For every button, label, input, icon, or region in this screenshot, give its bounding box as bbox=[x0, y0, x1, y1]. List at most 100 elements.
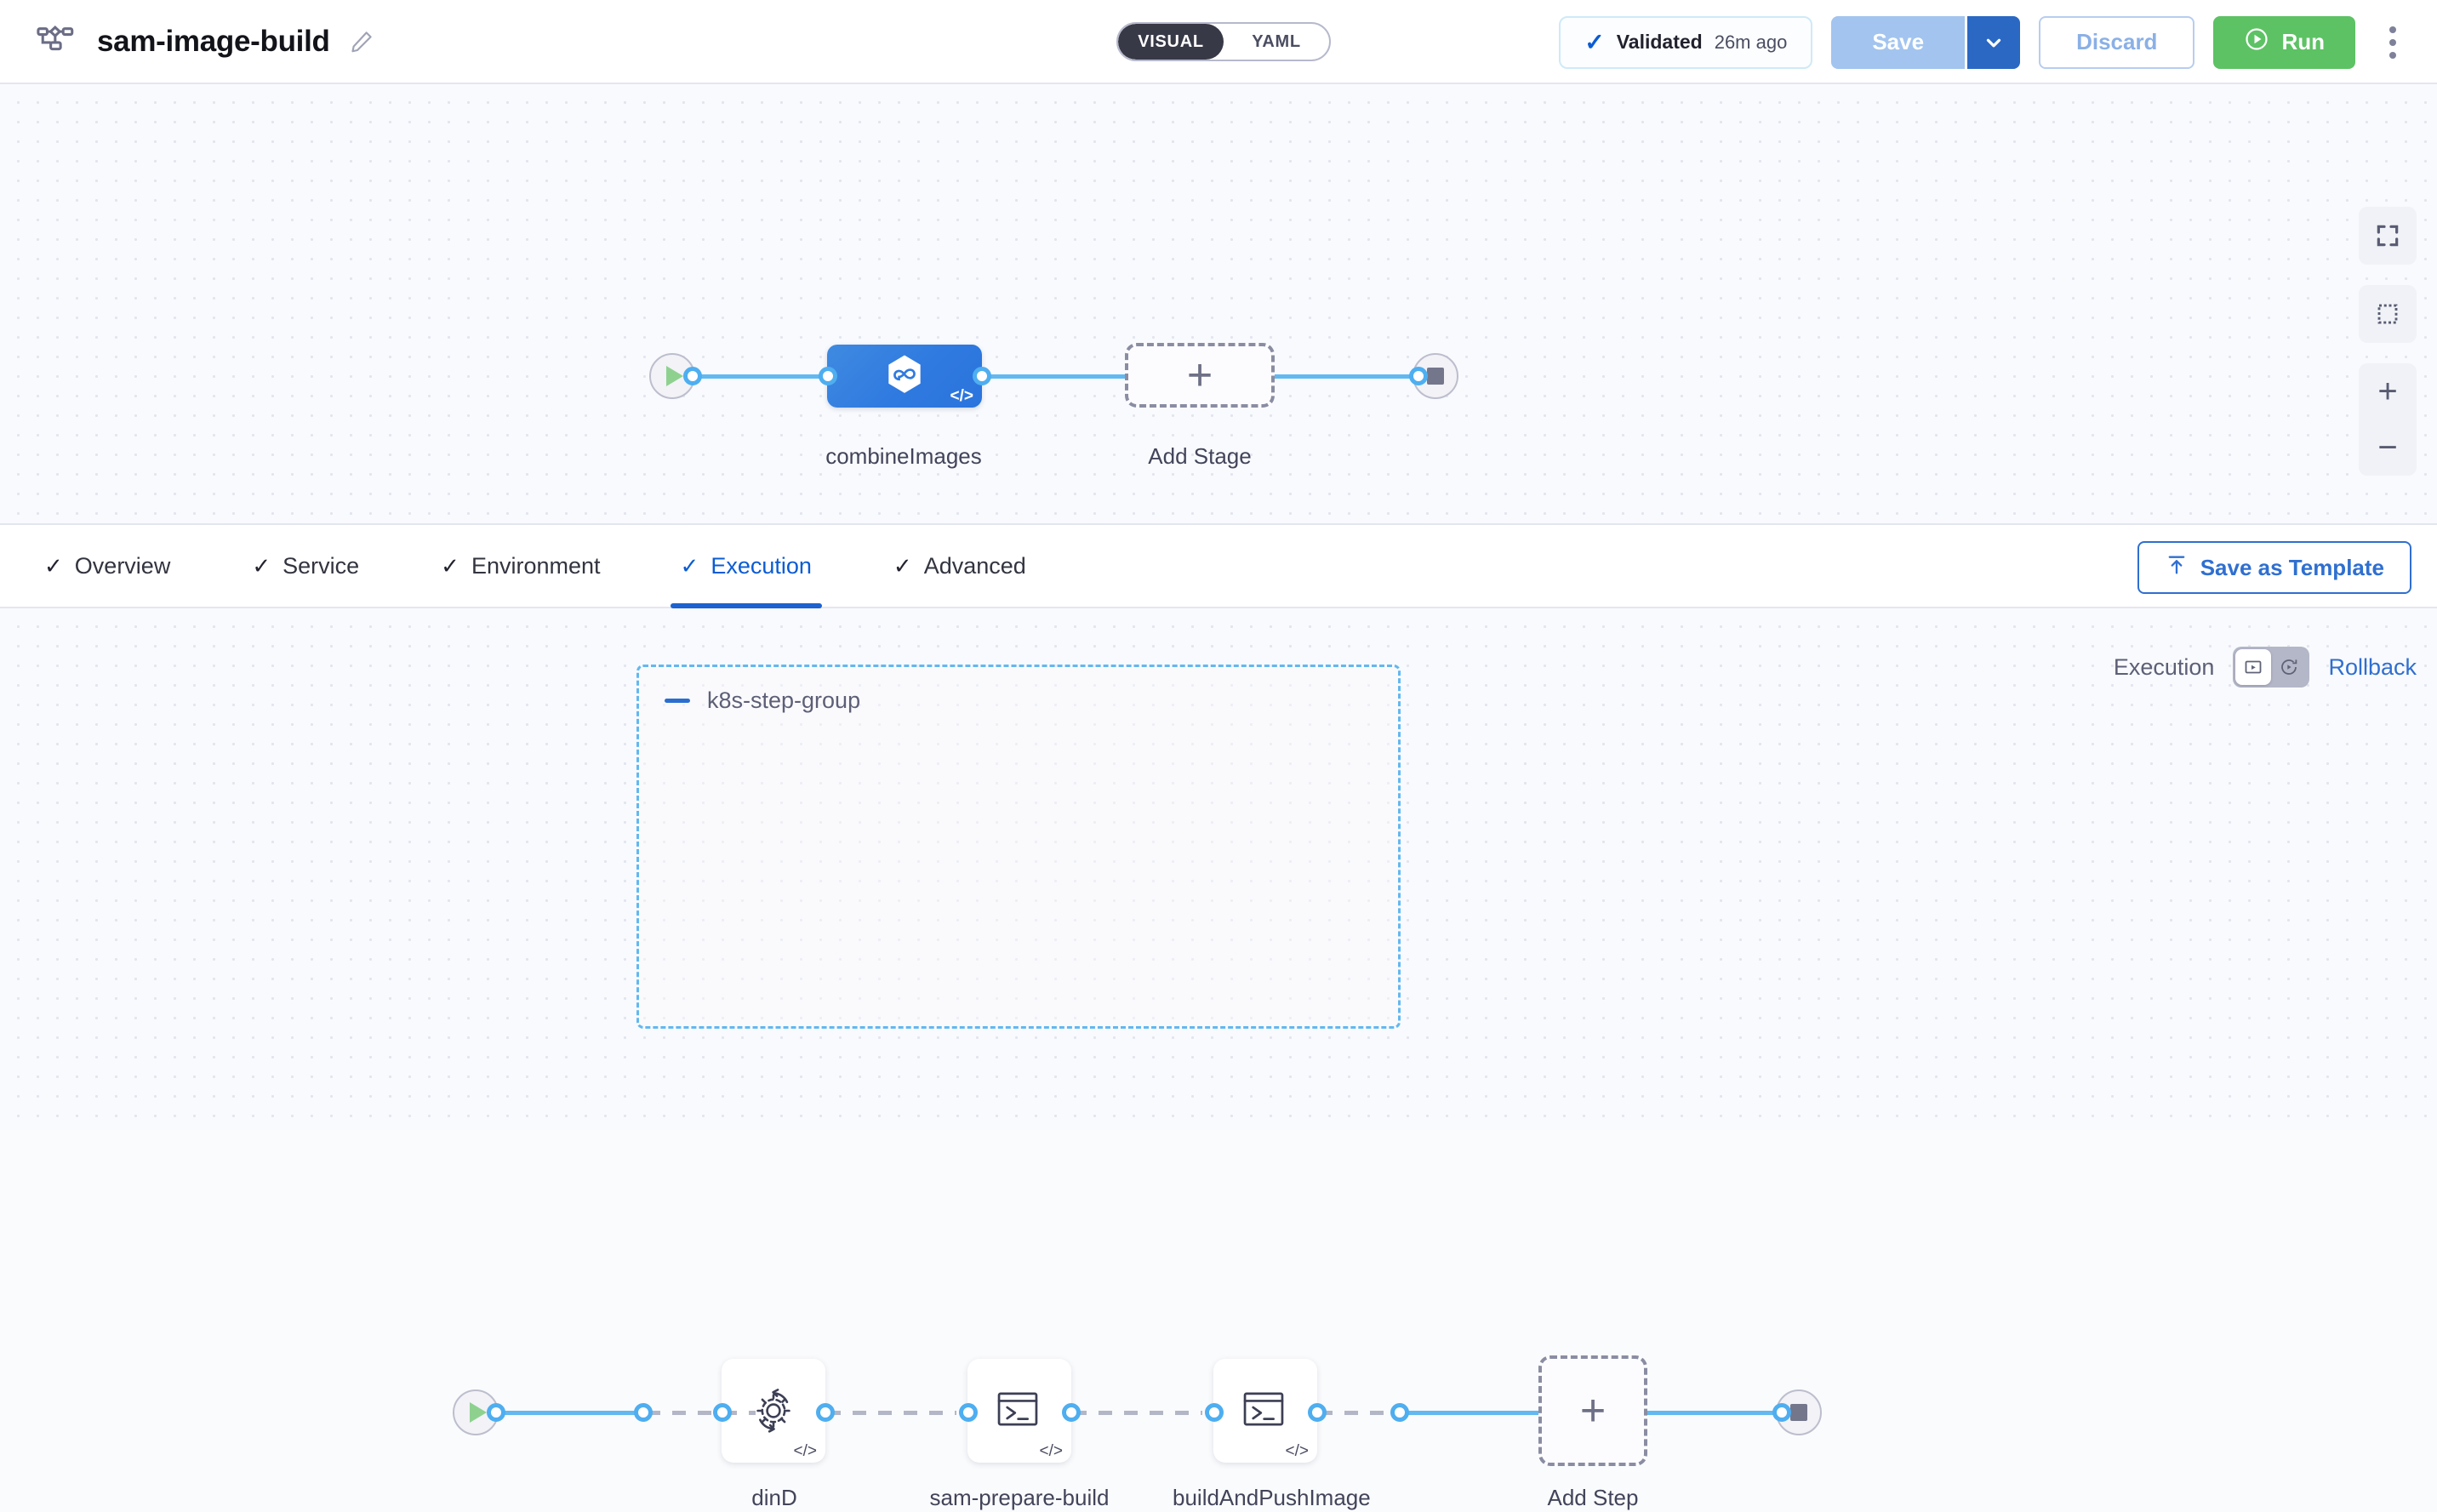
header-actions: ✓ Validated 26m ago Save Discard Run bbox=[1559, 0, 2411, 84]
stage-end-port[interactable] bbox=[1409, 367, 1428, 385]
save-button[interactable]: Save bbox=[1831, 15, 1966, 69]
code-icon: </> bbox=[793, 1442, 817, 1460]
rollback-replay-icon[interactable] bbox=[2271, 649, 2307, 685]
save-divider bbox=[1965, 15, 1968, 69]
step-label-dind: dinD bbox=[751, 1485, 797, 1510]
edge-dind-to-samprepare bbox=[827, 1411, 956, 1415]
canvas-zoom-controls: + − bbox=[2359, 207, 2417, 476]
edge-combineimages-to-addstage bbox=[980, 374, 1125, 379]
step-samprepare-in-port[interactable] bbox=[959, 1403, 978, 1422]
step-start-port[interactable] bbox=[487, 1403, 505, 1422]
kebab-dot bbox=[2389, 38, 2396, 46]
execution-canvas[interactable]: Execution Rollback bbox=[0, 608, 2437, 1510]
edge-start-to-group bbox=[494, 1411, 641, 1415]
code-icon: </> bbox=[950, 387, 973, 405]
pencil-icon[interactable] bbox=[349, 29, 374, 54]
stage-canvas[interactable]: </> combineImages + Add Stage + − bbox=[0, 84, 2437, 523]
code-icon: </> bbox=[1039, 1442, 1063, 1460]
app-header: sam-image-build VISUAL YAML ✓ Validated … bbox=[0, 0, 2437, 84]
execution-play-box-icon[interactable] bbox=[2235, 649, 2272, 685]
discard-button[interactable]: Discard bbox=[2039, 15, 2195, 69]
stop-icon bbox=[1790, 1404, 1807, 1421]
step-buildandpush-in-port[interactable] bbox=[1205, 1403, 1224, 1422]
tab-service[interactable]: ✓ Service bbox=[248, 523, 362, 608]
run-button[interactable]: Run bbox=[2213, 15, 2355, 69]
tab-environment[interactable]: ✓ Environment bbox=[437, 523, 603, 608]
kebab-menu-icon[interactable] bbox=[2374, 16, 2411, 69]
mode-toggle[interactable]: VISUAL YAML bbox=[1116, 22, 1331, 61]
pipeline-flow-icon bbox=[36, 22, 75, 61]
tab-advanced[interactable]: ✓ Advanced bbox=[890, 523, 1030, 608]
stage-combineimages-out-port[interactable] bbox=[973, 367, 991, 385]
tab-execution[interactable]: ✓ Execution bbox=[670, 523, 823, 608]
save-dropdown-chevron-down-icon[interactable] bbox=[1967, 15, 2021, 69]
tab-overview[interactable]: ✓ Overview bbox=[41, 523, 174, 608]
check-icon: ✓ bbox=[441, 552, 459, 579]
step-group-entry-port[interactable] bbox=[634, 1403, 653, 1422]
dashed-square-icon[interactable] bbox=[2359, 285, 2417, 343]
step-node-buildandpushimage[interactable]: </> bbox=[1213, 1359, 1317, 1463]
kebab-dot bbox=[2389, 26, 2396, 33]
add-stage-label: Add Stage bbox=[1148, 443, 1252, 469]
edge-start-to-combineimages bbox=[691, 374, 827, 379]
run-button-label: Run bbox=[2281, 29, 2325, 54]
add-stage-button[interactable]: + bbox=[1125, 343, 1275, 408]
check-icon: ✓ bbox=[44, 552, 63, 579]
tab-label: Advanced bbox=[923, 552, 1026, 579]
check-icon: ✓ bbox=[680, 552, 699, 579]
zoom-in-button[interactable]: + bbox=[2377, 373, 2398, 410]
step-group-exit-port[interactable] bbox=[1390, 1403, 1409, 1422]
check-icon: ✓ bbox=[252, 552, 271, 579]
play-icon bbox=[665, 366, 683, 386]
stage-node-combineimages[interactable]: </> bbox=[827, 345, 982, 408]
stage-end-node[interactable] bbox=[1413, 353, 1458, 399]
fit-screen-icon[interactable] bbox=[2359, 207, 2417, 265]
header-left-group: sam-image-build bbox=[36, 22, 374, 61]
tab-label: Execution bbox=[711, 552, 812, 579]
check-icon: ✓ bbox=[1584, 28, 1605, 55]
upload-template-icon bbox=[2165, 553, 2189, 583]
step-node-sam-prepare-build[interactable]: </> bbox=[967, 1359, 1071, 1463]
validated-timestamp: 26m ago bbox=[1714, 31, 1788, 53]
edge-addstage-to-end bbox=[1275, 374, 1418, 379]
zoom-out-button[interactable]: − bbox=[2377, 429, 2398, 466]
edge-group-to-addstep bbox=[1398, 1411, 1538, 1415]
zoom-in-out-group: + − bbox=[2359, 363, 2417, 476]
add-step-label: Add Step bbox=[1547, 1485, 1639, 1510]
mode-toggle-yaml[interactable]: YAML bbox=[1252, 31, 1301, 51]
execution-mode-label: Execution bbox=[2113, 653, 2215, 680]
stage-combineimages-in-port[interactable] bbox=[819, 367, 837, 385]
step-buildandpush-out-port[interactable] bbox=[1308, 1403, 1327, 1422]
tab-label: Environment bbox=[471, 552, 601, 579]
edge-group-entry-to-dind bbox=[647, 1411, 756, 1415]
rollback-label[interactable]: Rollback bbox=[2328, 653, 2417, 680]
terminal-icon bbox=[991, 1383, 1047, 1439]
save-button-group[interactable]: Save bbox=[1831, 15, 2021, 69]
stage-start-port[interactable] bbox=[683, 367, 702, 385]
play-circle-icon bbox=[2244, 26, 2269, 58]
config-tabbar: ✓ Overview ✓ Service ✓ Environment ✓ Exe… bbox=[0, 523, 2437, 608]
stage-label-combineimages: combineImages bbox=[825, 443, 982, 469]
plus-icon: + bbox=[1579, 1386, 1607, 1435]
step-samprepare-out-port[interactable] bbox=[1062, 1403, 1081, 1422]
plus-icon: + bbox=[1186, 351, 1213, 400]
save-as-template-label: Save as Template bbox=[2200, 554, 2384, 580]
step-group-k8s-step-group[interactable]: k8s-step-group bbox=[636, 665, 1401, 1029]
edge-samprepare-to-buildandpush bbox=[1073, 1411, 1202, 1415]
step-end-port[interactable] bbox=[1772, 1403, 1791, 1422]
save-as-template-button[interactable]: Save as Template bbox=[2137, 541, 2411, 594]
check-icon: ✓ bbox=[893, 552, 912, 579]
mode-toggle-visual[interactable]: VISUAL bbox=[1118, 24, 1224, 60]
terminal-icon bbox=[1237, 1383, 1293, 1439]
step-group-header[interactable]: k8s-step-group bbox=[665, 688, 860, 714]
step-label-buildandpushimage: buildAndPushImage bbox=[1173, 1485, 1371, 1510]
step-dind-in-port[interactable] bbox=[713, 1403, 732, 1422]
minus-collapse-icon[interactable] bbox=[665, 699, 690, 703]
execution-mode-toggle[interactable] bbox=[2233, 647, 2310, 688]
add-step-button[interactable]: + bbox=[1538, 1355, 1647, 1466]
step-dind-out-port[interactable] bbox=[816, 1403, 835, 1422]
step-group-title: k8s-step-group bbox=[707, 688, 861, 713]
tab-label: Service bbox=[283, 552, 360, 579]
custom-stage-hex-icon bbox=[881, 352, 928, 400]
edge-addstep-to-end bbox=[1647, 1411, 1780, 1415]
